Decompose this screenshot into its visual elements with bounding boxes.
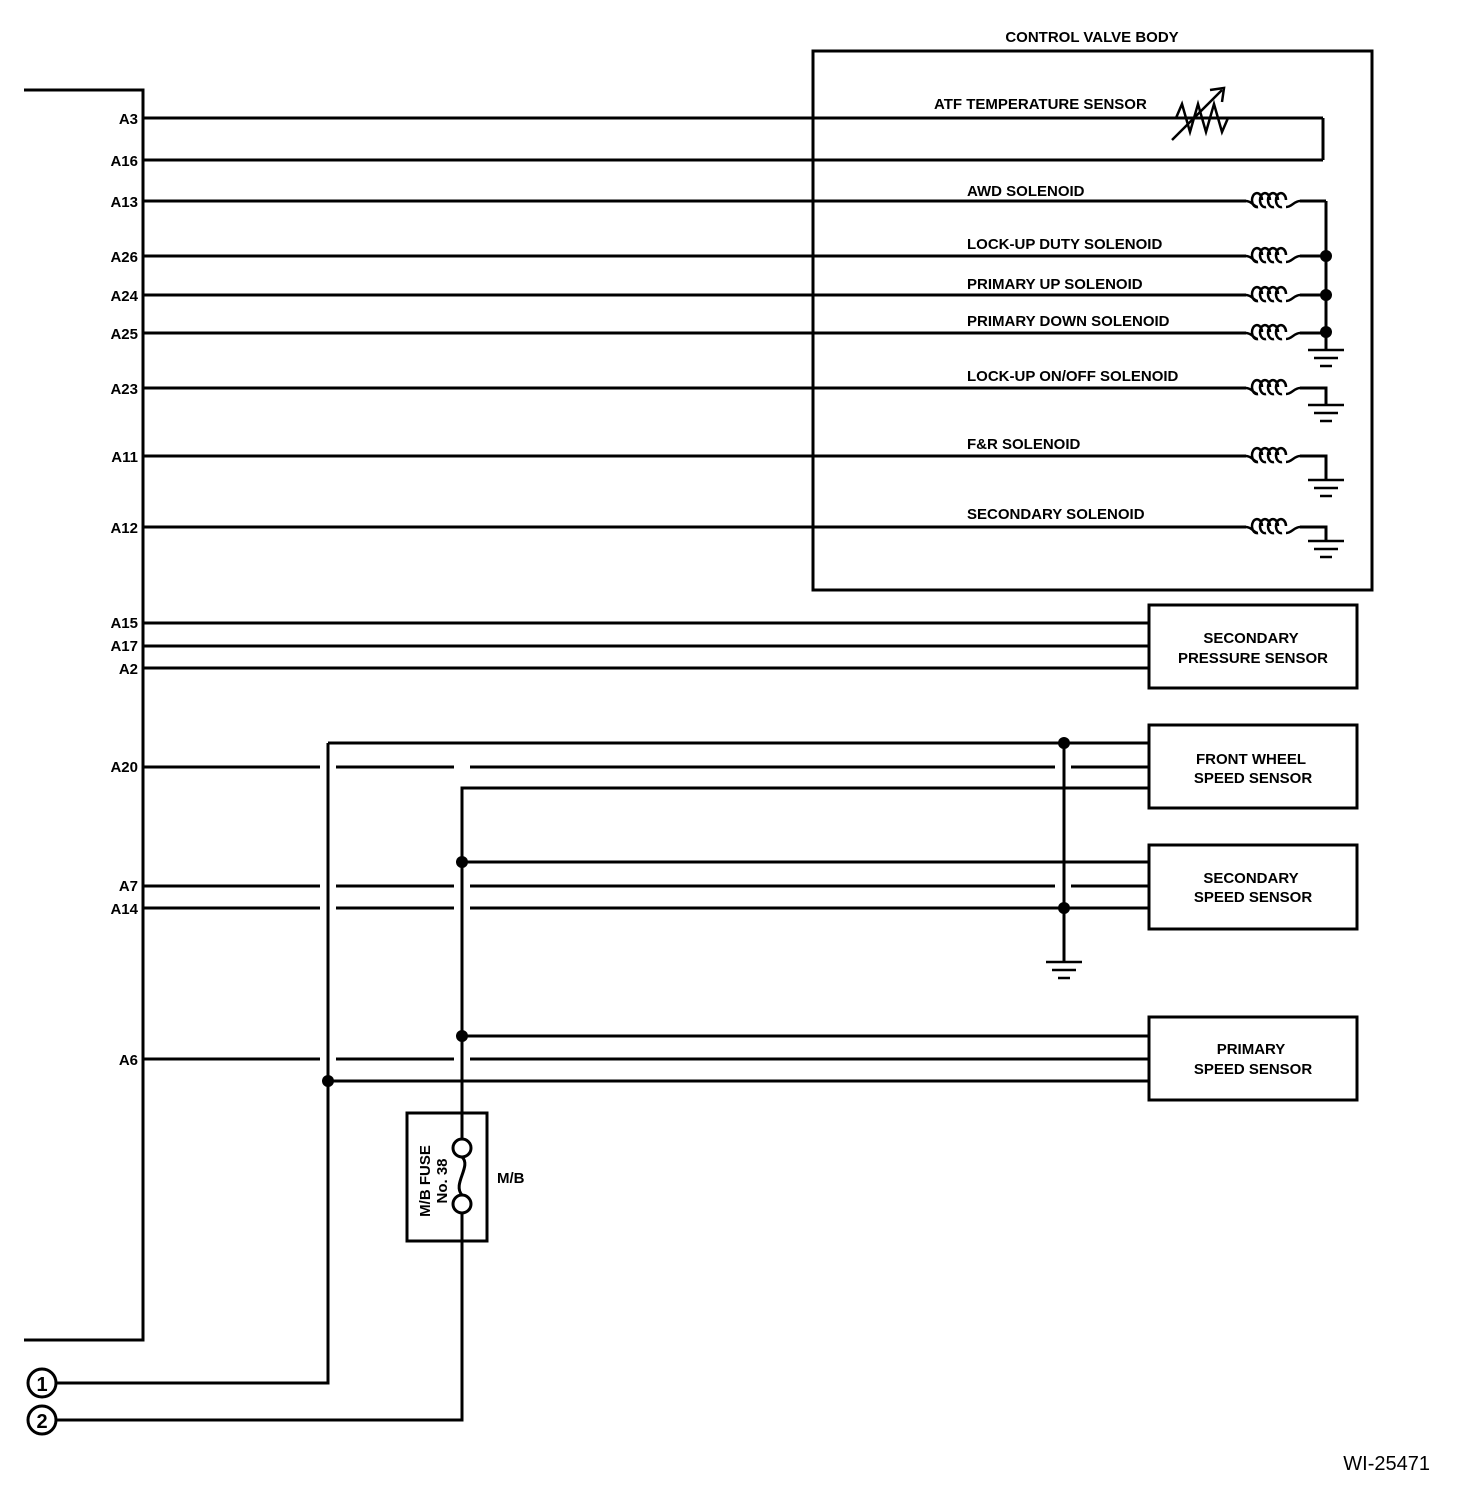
lockup-duty-solenoid-label: LOCK-UP DUTY SOLENOID <box>967 236 1162 253</box>
junction-dot <box>1320 326 1332 338</box>
pin-a7: A7 <box>119 878 138 895</box>
connector-ref-2-label: 2 <box>36 1411 47 1433</box>
secondary-solenoid-label: SECONDARY SOLENOID <box>967 506 1145 523</box>
secondary-pressure-sensor-line1: SECONDARY <box>1203 630 1298 647</box>
pin-a11: A11 <box>111 449 138 466</box>
solenoid-coil-icon <box>1245 517 1301 535</box>
primary-up-solenoid-label: PRIMARY UP SOLENOID <box>967 276 1143 293</box>
connector-ref-2: 2 <box>26 1404 58 1436</box>
solenoid-coil-icon <box>1245 446 1301 464</box>
connector-ref-1-label: 1 <box>36 1374 47 1396</box>
junction-dot <box>456 856 468 868</box>
control-valve-body-title: CONTROL VALVE BODY <box>1005 29 1178 46</box>
pin-a17: A17 <box>110 638 138 655</box>
secondary-speed-sensor-line2: SPEED SENSOR <box>1194 889 1313 906</box>
pin-a23: A23 <box>110 381 138 398</box>
solenoid-coil-icon <box>1245 191 1301 209</box>
solenoid-coil-icon <box>1245 378 1301 396</box>
pin-a14: A14 <box>110 901 138 918</box>
tcm-connector-edge <box>24 88 145 1342</box>
pin-a20: A20 <box>110 759 138 776</box>
ground-icon <box>1308 478 1344 498</box>
primary-speed-sensor-line1: PRIMARY <box>1217 1041 1286 1058</box>
front-wheel-speed-sensor: FRONT WHEEL SPEED SENSOR <box>1147 723 1359 810</box>
secondary-speed-sensor-box <box>1147 843 1359 931</box>
lockup-onoff-solenoid-label: LOCK-UP ON/OFF SOLENOID <box>967 368 1179 385</box>
awd-solenoid-label: AWD SOLENOID <box>967 183 1085 200</box>
pin-a16: A16 <box>110 153 138 170</box>
figure-id: WI-25471 <box>1343 1453 1430 1475</box>
junction-dot <box>1320 289 1332 301</box>
pin-a2: A2 <box>119 661 138 678</box>
primary-speed-sensor-line2: SPEED SENSOR <box>1194 1061 1313 1078</box>
primary-speed-sensor-box <box>1147 1015 1359 1102</box>
front-wheel-speed-sensor-line1: FRONT WHEEL <box>1196 751 1306 768</box>
secondary-pressure-sensor: SECONDARY PRESSURE SENSOR <box>1147 603 1359 690</box>
solenoid-coil-icon <box>1245 246 1301 264</box>
atf-temperature-sensor-label: ATF TEMPERATURE SENSOR <box>934 96 1147 113</box>
pin-a12: A12 <box>110 520 138 537</box>
mb-fuse-38: M/B FUSE No. 38 <box>405 1111 489 1243</box>
pin-a24: A24 <box>110 288 138 305</box>
fuse-label-line2: No. 38 <box>434 1158 451 1203</box>
primary-speed-sensor: PRIMARY SPEED SENSOR <box>1147 1015 1359 1102</box>
secondary-speed-sensor: SECONDARY SPEED SENSOR <box>1147 843 1359 931</box>
solenoid-coils <box>1245 191 1301 535</box>
ground-icon <box>1046 960 1082 980</box>
ground-icon <box>1308 539 1344 559</box>
solenoid-coil-icon <box>1245 323 1301 341</box>
junction-dot <box>456 1030 468 1042</box>
junction-dot <box>1320 250 1332 262</box>
solenoid-common-bus <box>1300 199 1332 350</box>
solenoid-coil-icon <box>1245 285 1301 303</box>
valve-body-wires <box>143 116 1325 529</box>
solenoid-ground-leads <box>1300 386 1328 541</box>
pin-a6: A6 <box>119 1052 138 1069</box>
pin-labels: A3 A16 A13 A26 A24 A25 A23 A11 A12 A15 A… <box>110 111 138 1069</box>
front-wheel-speed-sensor-box <box>1147 723 1359 810</box>
secondary-speed-sensor-line1: SECONDARY <box>1203 870 1298 887</box>
atf-thermistor-icon <box>1171 86 1230 141</box>
junction-dot <box>1058 902 1070 914</box>
secondary-pressure-sensor-line2: PRESSURE SENSOR <box>1178 650 1328 667</box>
pin-a3: A3 <box>119 111 138 128</box>
junction-dot <box>322 1075 334 1087</box>
control-valve-body-frame <box>811 49 1374 592</box>
front-wheel-speed-sensor-line2: SPEED SENSOR <box>1194 770 1313 787</box>
ground-symbols <box>1046 348 1344 980</box>
sensor-wires <box>57 621 1149 1422</box>
pin-a15: A15 <box>110 615 138 632</box>
fr-solenoid-label: F&R SOLENOID <box>967 436 1081 453</box>
pin-a25: A25 <box>110 326 138 343</box>
junction-dot <box>1058 737 1070 749</box>
fuse-label-line1: M/B FUSE <box>417 1145 434 1217</box>
ground-icon <box>1308 403 1344 423</box>
secondary-pressure-sensor-box <box>1147 603 1359 690</box>
pin-a13: A13 <box>110 194 138 211</box>
primary-down-solenoid-label: PRIMARY DOWN SOLENOID <box>967 313 1170 330</box>
mb-label: M/B <box>497 1170 525 1187</box>
pin-a26: A26 <box>110 249 138 266</box>
connector-ref-1: 1 <box>26 1367 58 1399</box>
fuse-box <box>405 1111 489 1243</box>
ground-icon <box>1308 348 1344 368</box>
